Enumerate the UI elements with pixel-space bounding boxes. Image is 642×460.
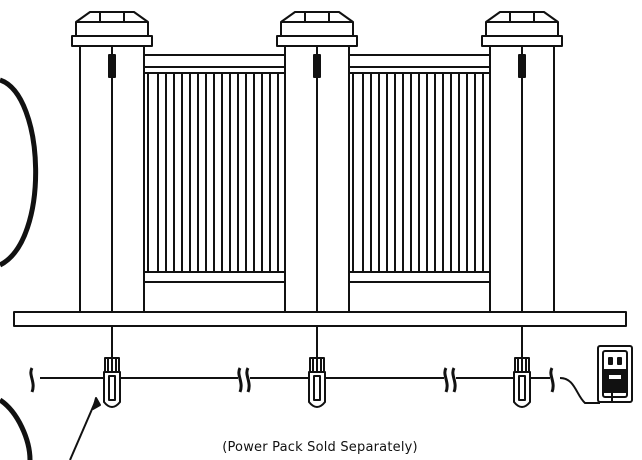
post-wire-clip-3 [518,54,526,78]
leader-line [69,399,97,460]
post-2 [276,11,358,313]
cable-break-5 [451,367,457,393]
cable-coil-bottom [0,397,33,460]
post-wire-clip-1 [108,54,116,78]
fence-panel-left [139,54,289,313]
cable-break-6 [549,367,555,393]
cable-break-4 [443,367,449,393]
deck-board [13,311,627,327]
post-1 [71,11,153,313]
cable-break-3 [245,367,251,393]
cable-break-2 [237,367,243,393]
cable-coil-top [0,77,39,268]
cable-connector-3 [513,357,531,408]
post-3 [481,11,563,313]
power-pack [597,345,633,403]
cable-connector-2 [308,357,326,408]
main-cable [29,367,600,404]
cable-break-1 [29,367,35,393]
pickets-left [157,72,279,273]
pickets-right [362,72,484,273]
fence-panel-right [344,54,494,313]
leader-arrowhead [92,397,101,410]
power-pack-caption: (Power Pack Sold Separately) [222,440,418,455]
post-wire-clip-2 [313,54,321,78]
cable-connector-1 [103,357,121,408]
